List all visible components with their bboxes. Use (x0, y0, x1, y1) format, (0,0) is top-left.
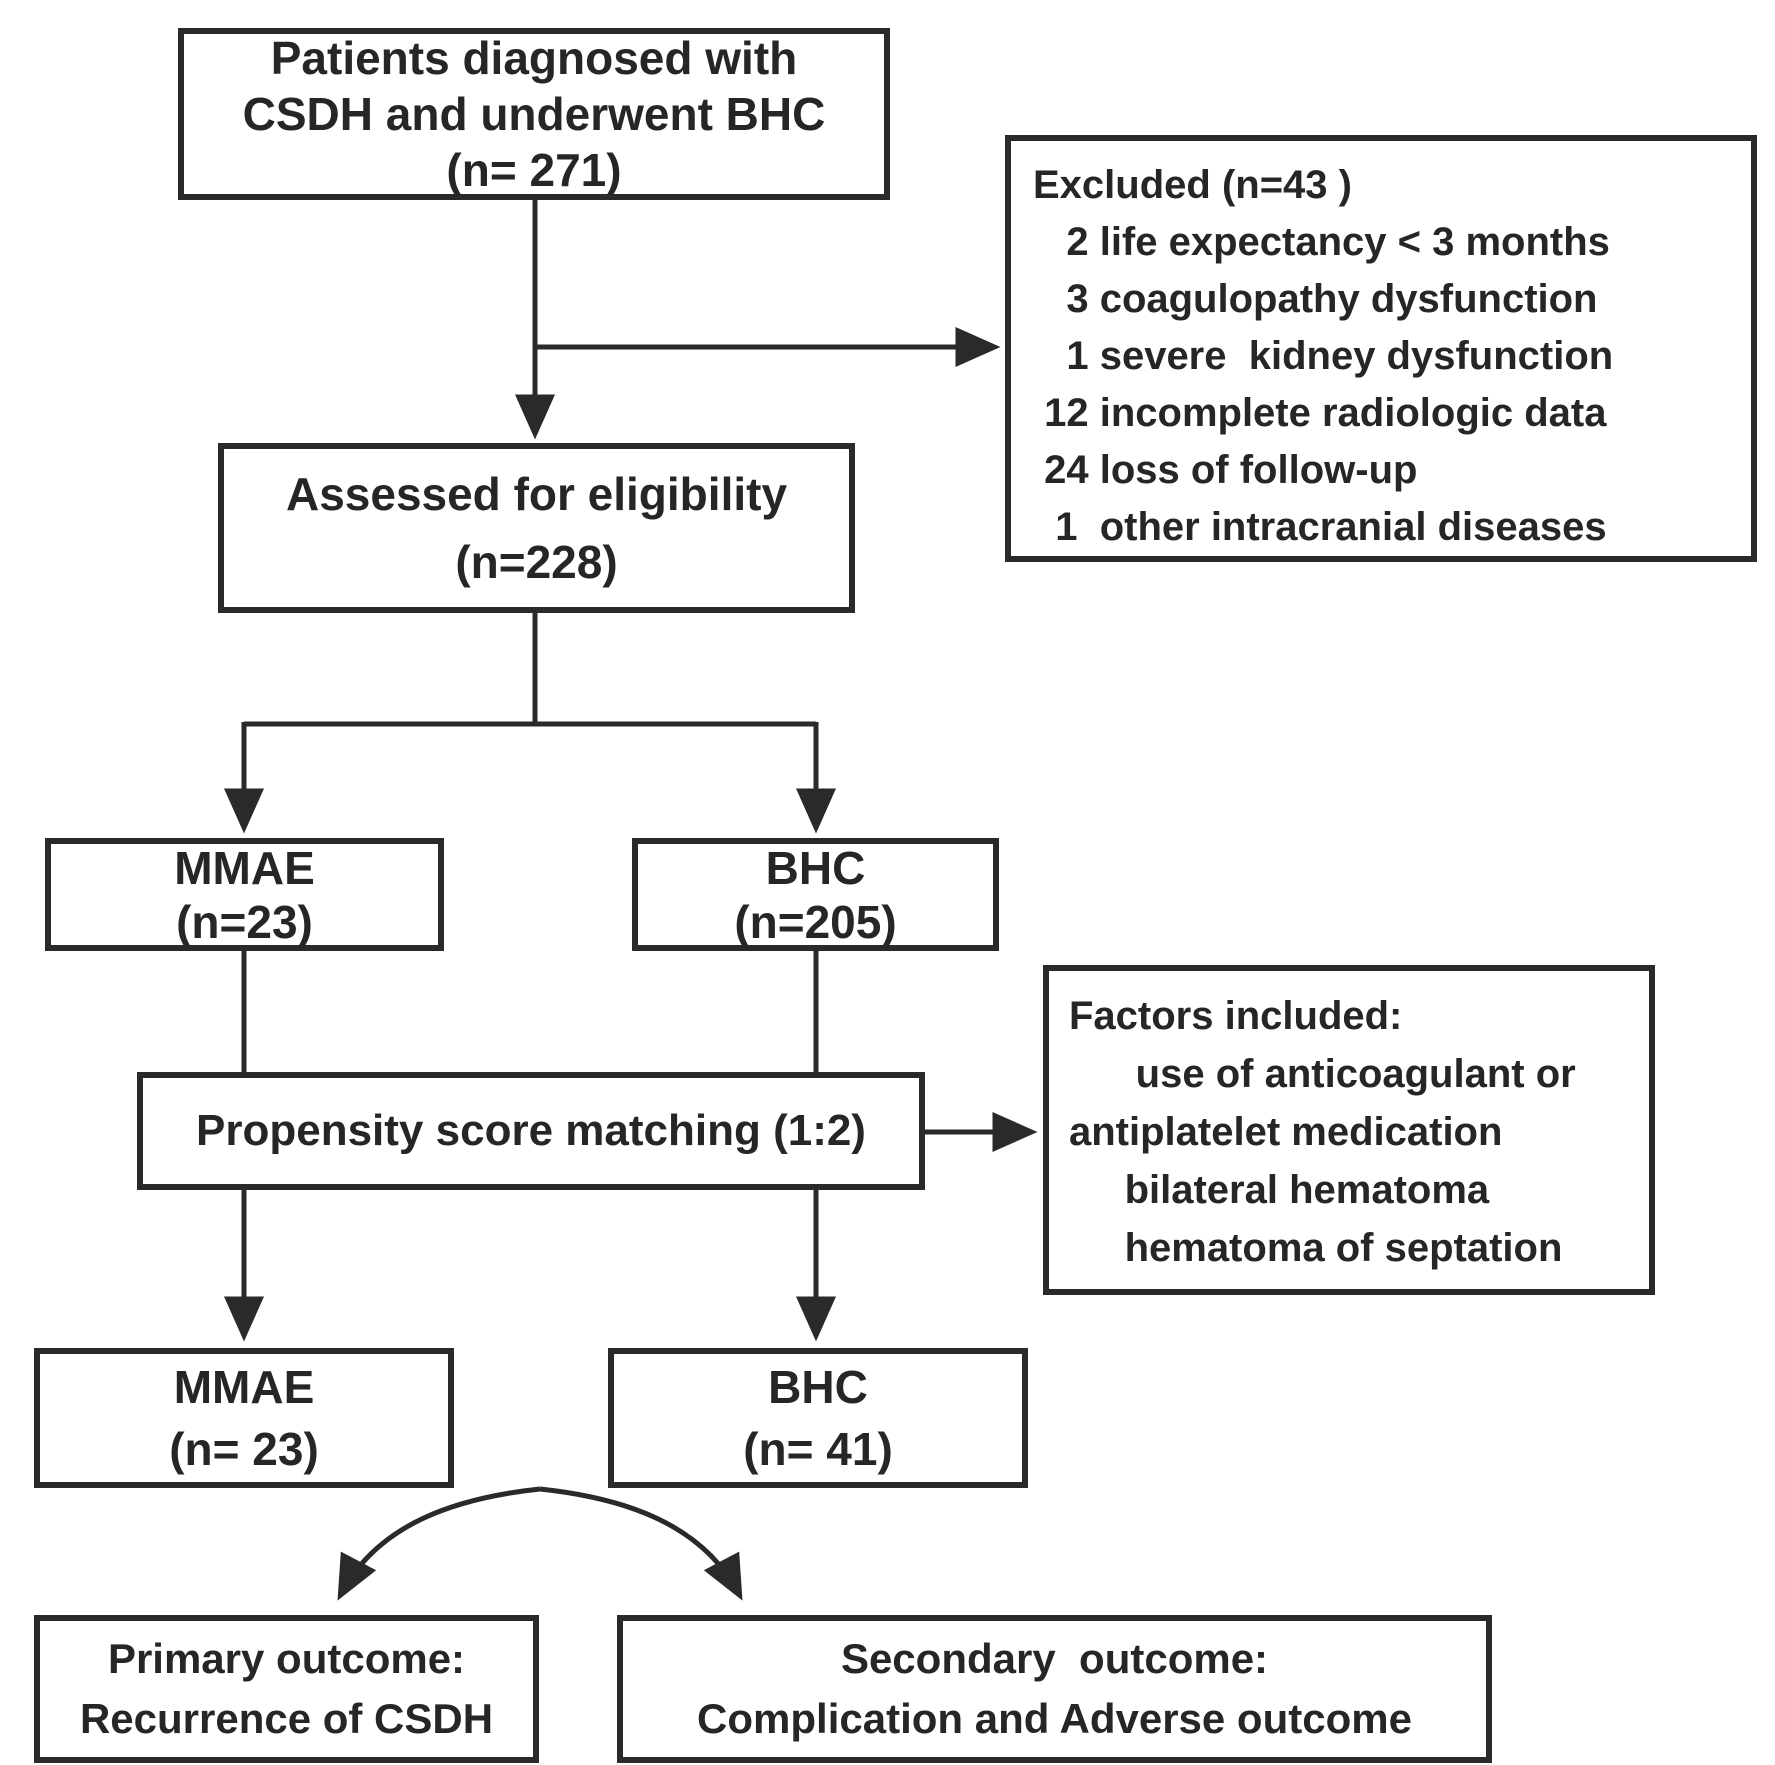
box-primary-outcome: Primary outcome: Recurrence of CSDH (34, 1615, 539, 1763)
secondary-outcome-text: Secondary outcome: Complication and Adve… (697, 1635, 1412, 1742)
curve-to-secondary-outcome (539, 1486, 743, 1601)
curve-to-primary-outcome (337, 1486, 541, 1601)
box-mmae-pre-match: MMAE (n=23) (45, 838, 444, 951)
box-propensity-matching: Propensity score matching (1:2) (137, 1072, 925, 1190)
propensity-text: Propensity score matching (1:2) (196, 1106, 866, 1155)
excluded-text: Excluded (n=43 ) 2 life expectancy < 3 m… (1033, 163, 1614, 549)
bhc-pre-text: BHC (n=205) (734, 841, 897, 948)
assessed-text: Assessed for eligibility (n=228) (285, 468, 788, 588)
box-patients-diagnosed: Patients diagnosed with CSDH and underwe… (178, 28, 890, 200)
box-mmae-post-match: MMAE (n= 23) (34, 1348, 454, 1488)
mmae-post-text: MMAE (n= 23) (169, 1361, 319, 1475)
bhc-post-text: BHC (n= 41) (743, 1361, 893, 1475)
mmae-pre-text: MMAE (n=23) (174, 841, 315, 948)
box-excluded: Excluded (n=43 ) 2 life expectancy < 3 m… (1005, 135, 1757, 562)
box-bhc-post-match: BHC (n= 41) (608, 1348, 1028, 1488)
patients-text: Patients diagnosed with CSDH and underwe… (242, 32, 826, 196)
primary-outcome-text: Primary outcome: Recurrence of CSDH (79, 1635, 494, 1742)
factors-text: Factors included: use of anticoagulant o… (1069, 994, 1576, 1270)
box-factors-included: Factors included: use of anticoagulant o… (1043, 965, 1655, 1295)
box-assessed-eligibility: Assessed for eligibility (n=228) (218, 443, 855, 613)
box-bhc-pre-match: BHC (n=205) (632, 838, 999, 951)
box-secondary-outcome: Secondary outcome: Complication and Adve… (617, 1615, 1492, 1763)
